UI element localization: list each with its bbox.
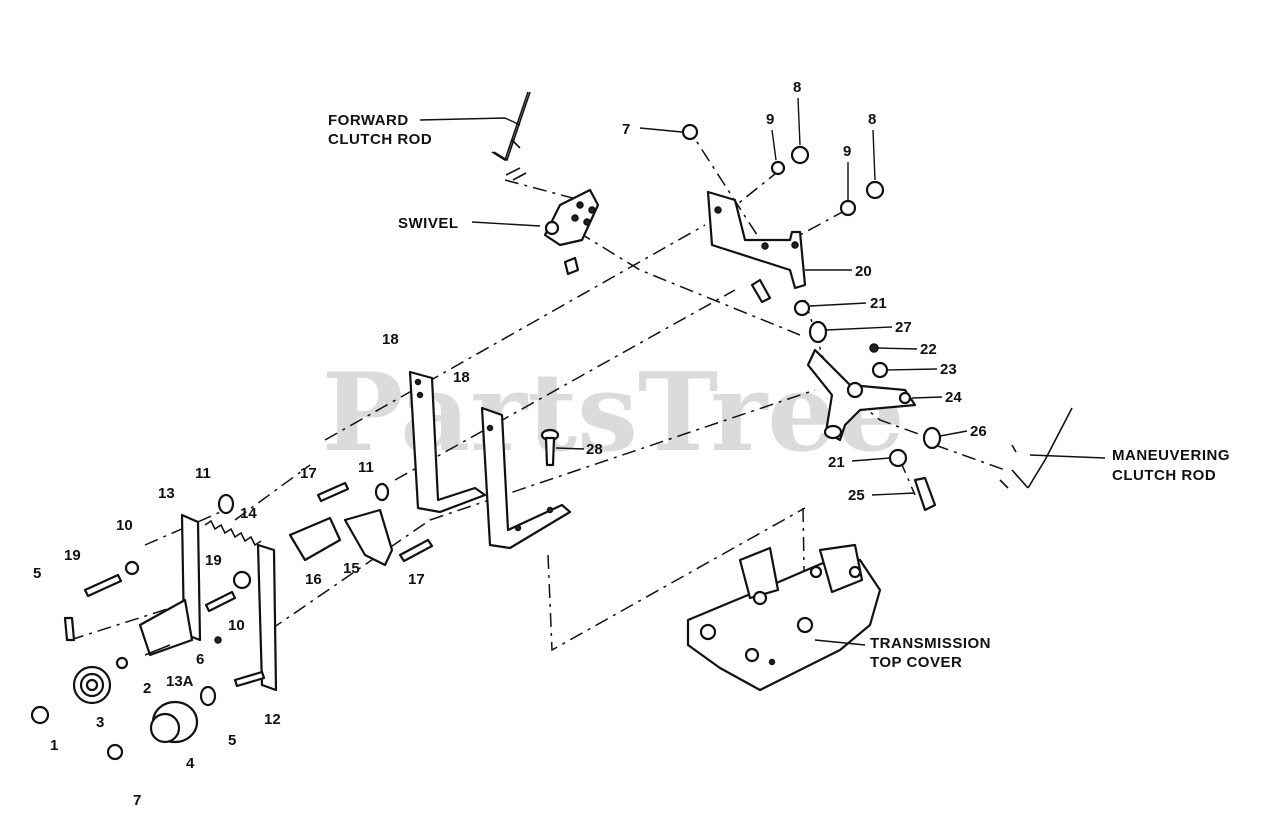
caption-maneuvering-line2: CLUTCH ROD xyxy=(1112,467,1216,484)
callout-18-left: 18 xyxy=(382,331,399,348)
caption-leaders xyxy=(419,117,1106,646)
forward-clutch-rod xyxy=(491,91,531,181)
lever-24 xyxy=(806,348,917,442)
callout-leaders xyxy=(555,97,968,496)
callout-8-left: 8 xyxy=(793,79,801,96)
caption-forward-line1: FORWARD xyxy=(328,112,409,129)
callout-12: 12 xyxy=(264,711,281,728)
callout-27: 27 xyxy=(895,319,912,336)
callout-13a: 13A xyxy=(166,673,194,690)
frame-plate-12 xyxy=(232,543,278,692)
spacers-and-bolts xyxy=(217,481,434,563)
bracket-18-left xyxy=(408,370,487,514)
callout-20: 20 xyxy=(855,263,872,280)
callout-4: 4 xyxy=(186,755,195,772)
plates-and-spring xyxy=(204,508,394,567)
callout-22: 22 xyxy=(920,341,937,358)
callout-25: 25 xyxy=(848,487,865,504)
bracket-20 xyxy=(706,190,807,290)
hardware-right xyxy=(888,426,942,512)
callout-9-left: 9 xyxy=(766,111,774,128)
hardware-nuts-top xyxy=(681,123,889,379)
caption-maneuvering-line1: MANEUVERING xyxy=(1112,447,1230,464)
callout-18-right: 18 xyxy=(453,369,470,386)
callout-15: 15 xyxy=(343,560,360,577)
caption-transmission-line1: TRANSMISSION xyxy=(870,635,991,652)
swivel-part xyxy=(543,188,600,276)
callout-6: 6 xyxy=(196,651,204,668)
callout-17-top: 17 xyxy=(300,465,317,482)
bracket-18-right xyxy=(480,406,572,550)
callout-5-left: 5 xyxy=(33,565,41,582)
transmission-top-cover xyxy=(686,543,882,692)
bolt-28 xyxy=(540,428,560,467)
callout-19-left: 19 xyxy=(64,547,81,564)
callout-10-right: 10 xyxy=(228,617,245,634)
callout-11-left: 11 xyxy=(195,465,211,482)
callout-3: 3 xyxy=(96,714,104,731)
callout-11-right: 11 xyxy=(358,459,374,476)
callout-labels: 1 2 3 4 5 5 6 7 7 8 8 9 9 10 10 11 11 12… xyxy=(33,79,987,809)
callout-14: 14 xyxy=(240,505,257,522)
pulley-assembly xyxy=(30,616,217,761)
frame-plate-13 xyxy=(138,513,202,657)
callout-19-right: 19 xyxy=(205,552,222,569)
callout-2: 2 xyxy=(143,680,151,697)
callout-13: 13 xyxy=(158,485,175,502)
callout-1: 1 xyxy=(50,737,58,754)
callout-7-top: 7 xyxy=(622,121,630,138)
bolts-and-washers-left xyxy=(83,560,237,656)
callout-24: 24 xyxy=(945,389,962,406)
caption-transmission-line2: TOP COVER xyxy=(870,654,962,671)
callout-26: 26 xyxy=(970,423,987,440)
callout-21-top: 21 xyxy=(870,295,887,312)
callout-9-right: 9 xyxy=(843,143,851,160)
callout-8-right: 8 xyxy=(868,111,876,128)
callout-28: 28 xyxy=(586,441,603,458)
callout-23: 23 xyxy=(940,361,957,378)
callout-16: 16 xyxy=(305,571,322,588)
caption-swivel: SWIVEL xyxy=(398,215,459,232)
callout-7-bottom: 7 xyxy=(133,792,141,809)
callout-5-bottom: 5 xyxy=(228,732,236,749)
maneuvering-clutch-rod xyxy=(999,407,1073,489)
callout-10-left: 10 xyxy=(116,517,133,534)
callout-21-bottom: 21 xyxy=(828,454,845,471)
caption-forward-line2: CLUTCH ROD xyxy=(328,131,432,148)
callout-17-bottom: 17 xyxy=(408,571,425,588)
